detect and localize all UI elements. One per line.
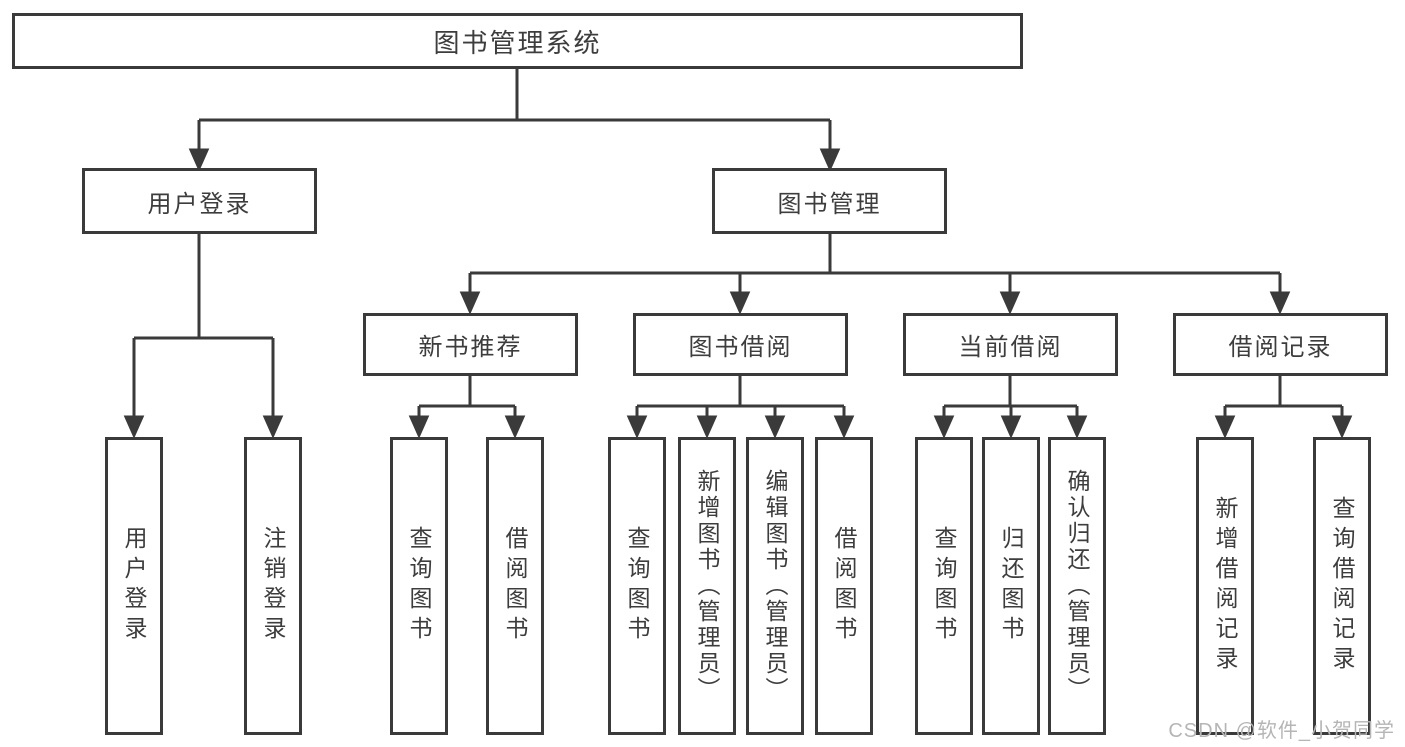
leaf-current-return-books: 归还图书	[982, 437, 1040, 735]
arrowhead-icon	[459, 291, 481, 315]
leaf-logout: 注销登录	[244, 437, 302, 735]
leaf-borrowing-edit-books-admin: 编辑图书（管理员）	[746, 437, 804, 735]
connector-bookmgmt-to-level3	[459, 234, 1291, 315]
arrowhead-icon	[188, 148, 210, 172]
leaf-logout-label: 注销登录	[260, 526, 286, 646]
leaf-newbooks-query-books-label: 查询图书	[406, 526, 432, 646]
leaf-current-return-books-label: 归还图书	[998, 526, 1024, 646]
arrowhead-icon	[1214, 415, 1236, 439]
node-book-borrowing-label: 图书借阅	[688, 334, 793, 361]
arrowhead-icon	[933, 415, 955, 439]
node-new-book-recommend: 新书推荐	[363, 313, 578, 376]
connector-newbooks-to-leaves	[408, 376, 526, 439]
leaf-records-query-record-label: 查询借阅记录	[1329, 496, 1355, 676]
arrowhead-icon	[1066, 415, 1088, 439]
connector-root-to-level2	[188, 69, 841, 172]
arrowhead-icon	[408, 415, 430, 439]
node-current-borrowing-label: 当前借阅	[958, 334, 1063, 361]
arrowhead-icon	[819, 148, 841, 172]
leaf-current-confirm-return-admin-label: 确认归还（管理员）	[1064, 469, 1090, 703]
leaf-records-query-record: 查询借阅记录	[1313, 437, 1371, 735]
node-new-book-recommend-label: 新书推荐	[418, 334, 523, 361]
arrowhead-icon	[626, 415, 648, 439]
arrowhead-icon	[504, 415, 526, 439]
node-book-management: 图书管理	[712, 168, 947, 234]
node-borrowing-records: 借阅记录	[1173, 313, 1388, 376]
node-borrowing-records-label: 借阅记录	[1228, 334, 1333, 361]
connector-currentborrow-to-leaves	[933, 376, 1088, 439]
leaf-borrowing-add-books-admin-label: 新增图书（管理员）	[694, 469, 720, 703]
leaf-borrowing-borrow-books-label: 借阅图书	[831, 526, 857, 646]
arrowhead-icon	[123, 415, 145, 439]
node-book-management-label: 图书管理	[777, 190, 882, 218]
leaf-current-confirm-return-admin: 确认归还（管理员）	[1048, 437, 1106, 735]
arrowhead-icon	[1331, 415, 1353, 439]
csdn-watermark: CSDN @软件_小贺同学	[1168, 720, 1395, 742]
arrowhead-icon	[262, 415, 284, 439]
connector-userlogin-to-leaves	[123, 234, 284, 439]
leaf-newbooks-borrow-books-label: 借阅图书	[502, 526, 528, 646]
leaf-records-add-record: 新增借阅记录	[1196, 437, 1254, 735]
node-current-borrowing: 当前借阅	[903, 313, 1118, 376]
node-user-login-label: 用户登录	[147, 190, 252, 218]
leaf-borrowing-query-books-label: 查询图书	[624, 526, 650, 646]
arrowhead-icon	[764, 415, 786, 439]
arrowhead-icon	[1269, 291, 1291, 315]
node-user-login: 用户登录	[82, 168, 317, 234]
arrowhead-icon	[999, 291, 1021, 315]
leaf-newbooks-query-books: 查询图书	[390, 437, 448, 735]
arrowhead-icon	[696, 415, 718, 439]
arrowhead-icon	[1000, 415, 1022, 439]
connector-borrowrecords-to-leaves	[1214, 376, 1353, 439]
leaf-borrowing-query-books: 查询图书	[608, 437, 666, 735]
connector-bookborrow-to-leaves	[626, 376, 855, 439]
leaf-current-query-books-label: 查询图书	[931, 526, 957, 646]
leaf-borrowing-borrow-books: 借阅图书	[815, 437, 873, 735]
node-book-borrowing: 图书借阅	[633, 313, 848, 376]
leaf-user-login-label: 用户登录	[121, 526, 147, 646]
leaf-borrowing-edit-books-admin-label: 编辑图书（管理员）	[762, 469, 788, 703]
node-root-label: 图书管理系统	[433, 27, 602, 58]
leaf-user-login: 用户登录	[105, 437, 163, 735]
leaf-borrowing-add-books-admin: 新增图书（管理员）	[678, 437, 736, 735]
arrowhead-icon	[833, 415, 855, 439]
leaf-records-add-record-label: 新增借阅记录	[1212, 496, 1238, 676]
leaf-newbooks-borrow-books: 借阅图书	[486, 437, 544, 735]
arrowhead-icon	[729, 291, 751, 315]
node-root: 图书管理系统	[12, 13, 1023, 69]
leaf-current-query-books: 查询图书	[915, 437, 973, 735]
